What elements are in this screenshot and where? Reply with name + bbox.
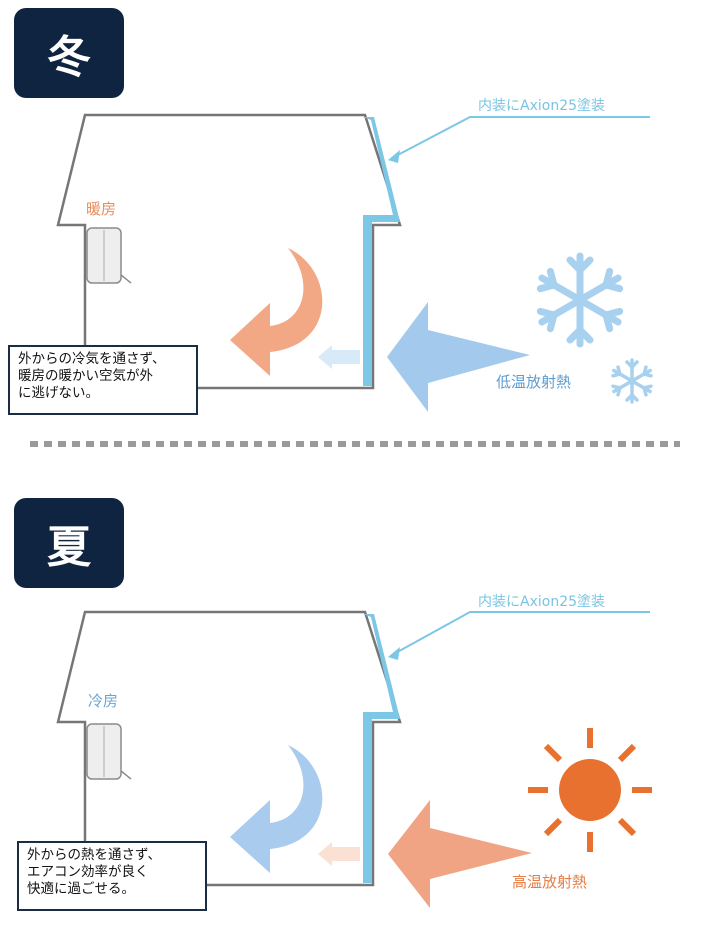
coating-leader-arrowhead: [388, 647, 400, 660]
summer-coating-label: 内装にAxion25塗装: [478, 594, 606, 610]
blocked-leak-arrow: [318, 842, 360, 866]
coating-leader-line: [391, 116, 650, 159]
coating-leader-arrowhead: [388, 150, 400, 163]
coating-layer: [363, 614, 400, 883]
air-conditioner-icon: [86, 723, 132, 780]
air-conditioner-icon: [86, 227, 132, 284]
cool-air-flow-arrow: [230, 745, 323, 873]
house-outline: [56, 610, 402, 887]
incoming-radiation-arrow: [387, 302, 530, 412]
blocked-leak-arrow: [318, 345, 360, 369]
winter-badge: 冬: [14, 8, 124, 98]
incoming-radiation-arrow: [388, 800, 532, 908]
snowflake-icon: [536, 252, 624, 348]
winter-note: 外からの冷気を通さず、 暖房の暖かい空気が外 に逃げない。: [8, 345, 198, 415]
coating-layer: [363, 117, 400, 386]
warm-air-flow-arrow: [230, 248, 323, 376]
winter-radiation-label: 低温放射熱: [496, 373, 572, 391]
winter-diagram: [56, 113, 653, 412]
winter-room-label: 暖房: [86, 200, 117, 218]
section-divider: [30, 441, 680, 447]
summer-badge: 夏: [14, 498, 124, 588]
summer-diagram: [56, 610, 652, 908]
small-snowflake-icon: [611, 358, 653, 404]
house-outline: [56, 113, 402, 390]
coating-leader-line: [391, 611, 650, 656]
summer-note: 外からの熱を通さず、 エアコン効率が良く 快適に過ごせる。: [17, 841, 207, 911]
summer-radiation-label: 高温放射熱: [512, 873, 588, 891]
winter-coating-label: 内装にAxion25塗装: [478, 98, 606, 114]
summer-room-label: 冷房: [88, 692, 119, 710]
sun-icon: [528, 728, 652, 852]
